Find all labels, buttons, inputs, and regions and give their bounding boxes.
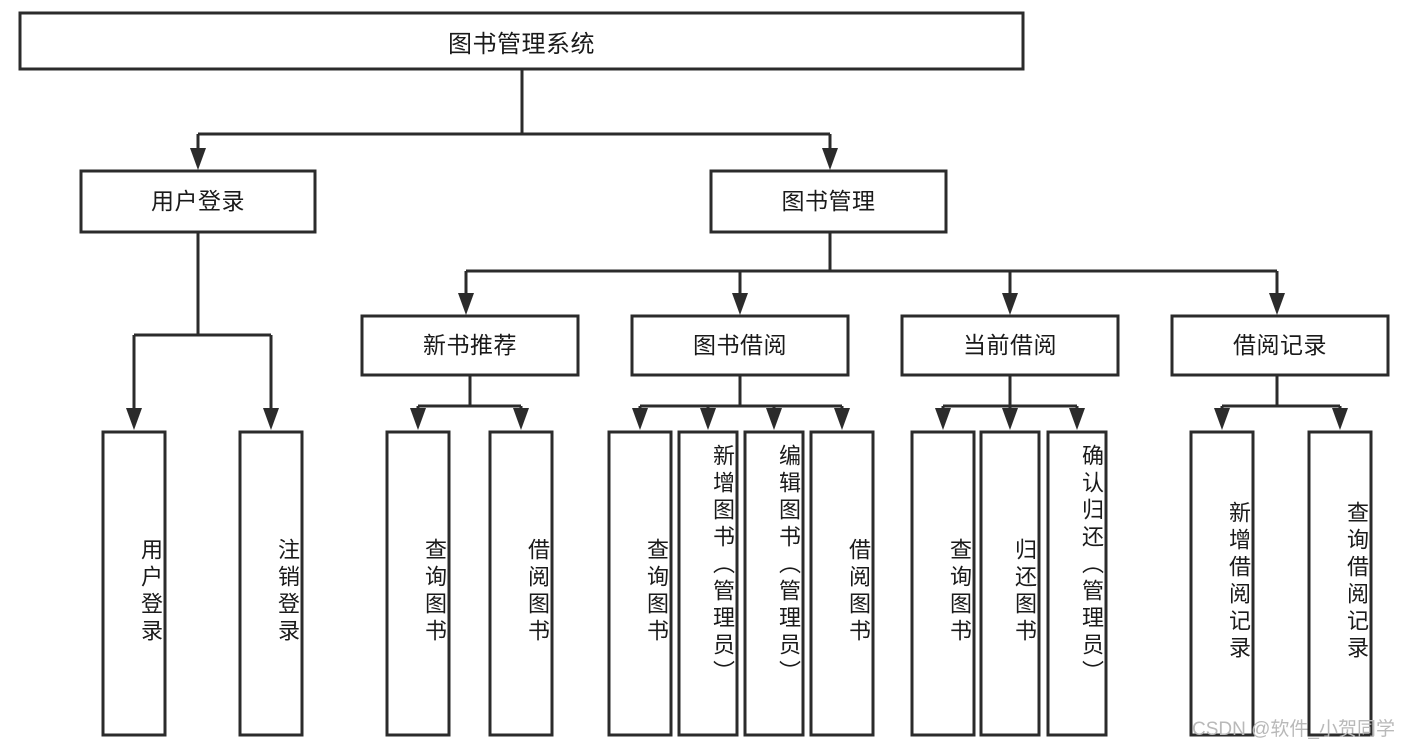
arrowhead-leaf-user-login	[126, 408, 142, 430]
arrowhead-leaf-query-book-2	[632, 408, 648, 430]
arrowhead-leaf-add-book-admin	[700, 408, 716, 430]
arrowhead-borrow-record	[1269, 293, 1285, 315]
node-new-book-rec-box	[360, 314, 580, 377]
arrowhead-leaf-query-book-1	[410, 408, 426, 430]
arrowhead-leaf-return-book	[1002, 408, 1018, 430]
arrowhead-leaf-confirm-return-admin	[1069, 408, 1085, 430]
node-leaf-return-book-box	[979, 430, 1041, 737]
node-leaf-query-book-3-box	[910, 430, 976, 737]
arrowhead-leaf-query-borrow-record	[1332, 408, 1348, 430]
arrowhead-leaf-logout	[263, 408, 279, 430]
node-leaf-edit-book-admin-box	[743, 430, 805, 737]
arrowhead-leaf-borrow-book-1	[513, 408, 529, 430]
node-root-box	[18, 11, 1025, 71]
arrowhead-new-book-rec	[458, 293, 474, 315]
node-leaf-query-book-2-box	[607, 430, 673, 737]
node-book-manage-box	[709, 169, 948, 234]
node-leaf-query-borrow-record-box	[1307, 430, 1373, 737]
arrowhead-book-manage	[822, 148, 838, 170]
arrowhead-current-borrow	[1002, 293, 1018, 315]
node-user-login-box	[79, 169, 317, 234]
node-leaf-user-login-box	[101, 430, 167, 737]
arrowhead-leaf-borrow-book-2	[834, 408, 850, 430]
arrowhead-leaf-add-borrow-record	[1214, 408, 1230, 430]
node-leaf-logout-box	[238, 430, 304, 737]
arrowhead-leaf-edit-book-admin	[766, 408, 782, 430]
node-leaf-borrow-book-1-box	[488, 430, 554, 737]
node-current-borrow-box	[900, 314, 1120, 377]
node-borrow-record-box	[1170, 314, 1390, 377]
arrowhead-book-borrow	[732, 293, 748, 315]
node-leaf-confirm-return-admin-box	[1046, 430, 1108, 737]
node-leaf-add-borrow-record-box	[1189, 430, 1255, 737]
node-leaf-add-book-admin-box	[677, 430, 739, 737]
node-leaf-query-book-1-box	[385, 430, 451, 737]
node-book-borrow-box	[630, 314, 850, 377]
arrowhead-leaf-query-book-3	[935, 408, 951, 430]
arrowhead-user-login	[190, 148, 206, 170]
node-leaf-borrow-book-2-box	[809, 430, 875, 737]
